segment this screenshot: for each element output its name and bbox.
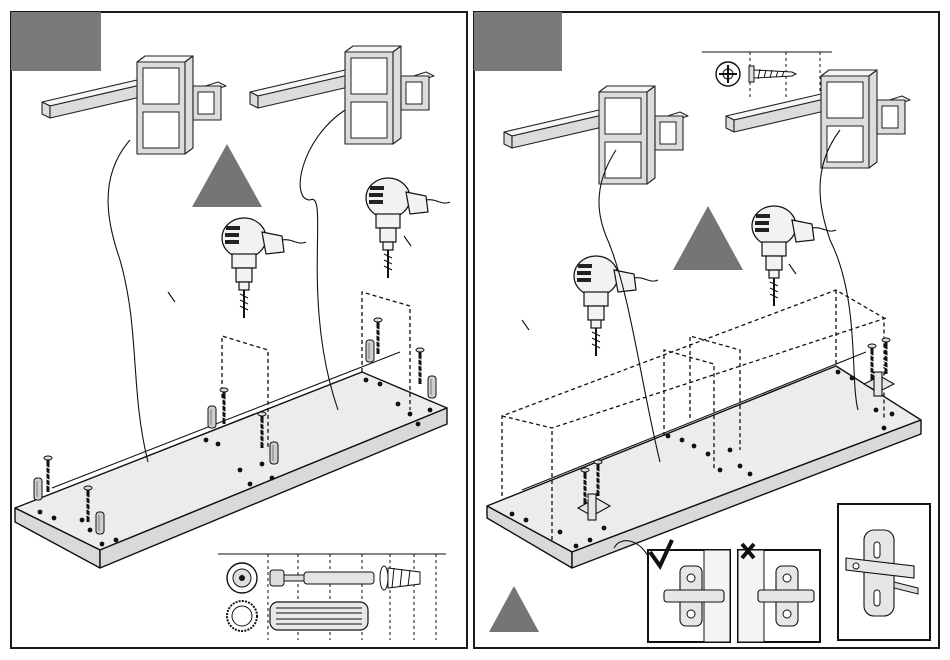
dowel-end-icon — [227, 601, 257, 631]
hinge-plate-closeup — [838, 504, 930, 640]
screw-head-icon — [227, 563, 257, 593]
dowel-icon — [270, 442, 278, 464]
phillips-head-icon — [716, 62, 740, 86]
right-assembly-panel — [474, 12, 939, 648]
dowel-icon — [270, 602, 368, 630]
step-tab — [474, 12, 562, 71]
dowel-icon — [96, 512, 104, 534]
correct-orientation — [648, 540, 730, 642]
dowel-icon — [34, 478, 42, 500]
dowel-icon — [428, 376, 436, 398]
dowel-icon — [208, 406, 216, 428]
left-assembly-panel — [11, 12, 467, 648]
wrong-orientation — [738, 544, 820, 642]
step-tab — [11, 12, 101, 71]
dowel-icon — [366, 340, 374, 362]
